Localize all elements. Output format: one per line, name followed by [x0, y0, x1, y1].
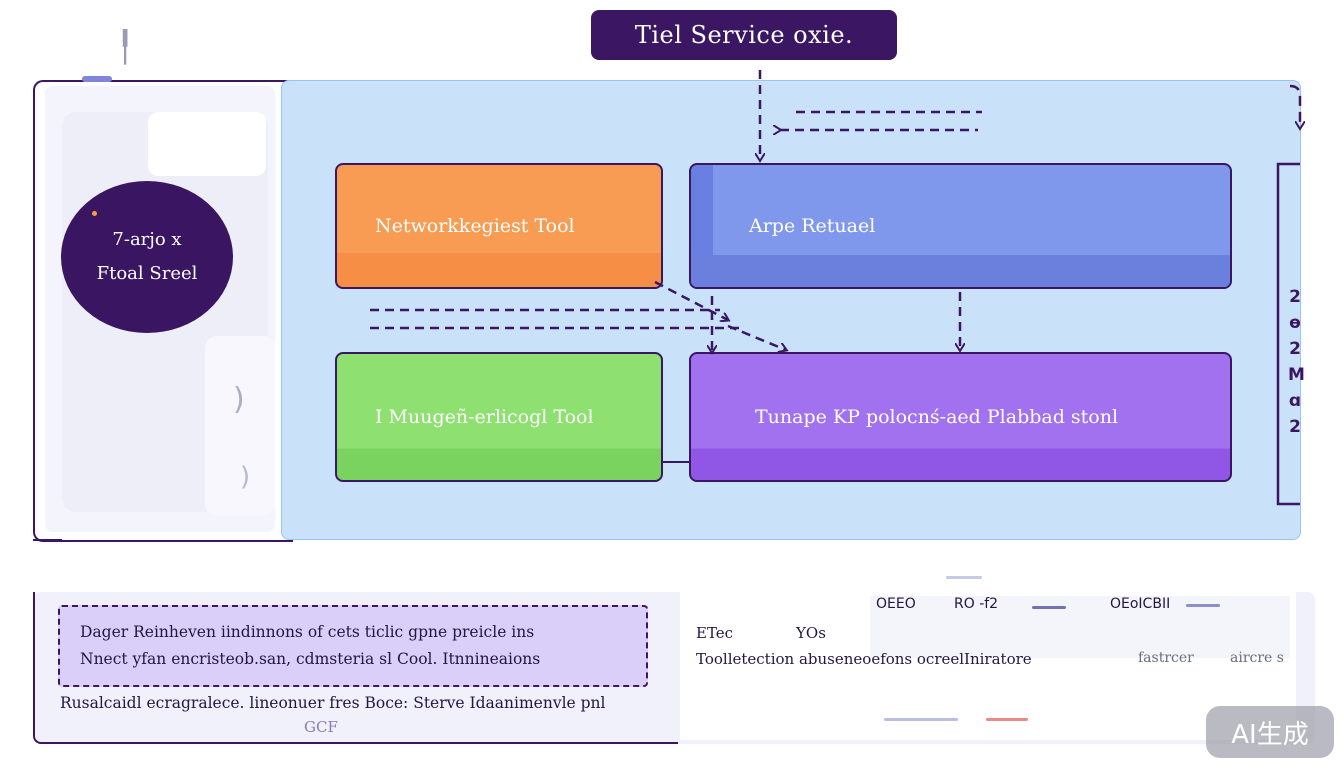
pin-icon: ╿	[116, 30, 135, 65]
service-circle[interactable]: 7-arjo x Ftoal Sreel	[61, 181, 233, 333]
left-card-tall	[205, 336, 275, 516]
image-tool-label: I Muugeñ-erlicogl Tool	[375, 406, 594, 428]
results-row1-right: YOs	[796, 624, 826, 642]
results-header-3: OEoICBII	[1110, 596, 1171, 612]
handle-bar	[82, 76, 112, 82]
legend-mark-4: M	[1288, 365, 1305, 385]
header-dash	[1032, 606, 1066, 609]
api-tool-label: Arpe Retuael	[749, 215, 876, 237]
results-header-2: RO -f2	[954, 596, 999, 612]
bracket-icon: )	[233, 382, 245, 417]
notes-footer: Rusalcaidl ecragralece. lineonuer fres B…	[60, 694, 606, 712]
ai-watermark: AI生成	[1206, 706, 1334, 758]
bracket-icon-small: )	[240, 462, 251, 492]
left-card-small	[148, 112, 266, 176]
legend-mark-1: 2	[1289, 287, 1301, 307]
results-row2-d: aircre s	[1230, 650, 1284, 666]
bottom-bracket	[33, 592, 678, 744]
notes-line-1: Dager Reinheven iindinnons of cets ticli…	[80, 623, 535, 641]
network-tool-label: Networkkegiest Tool	[375, 215, 575, 237]
circle-line-1: 7-arjo x	[112, 229, 182, 250]
network-request-tool[interactable]: Networkkegiest Tool	[335, 163, 663, 289]
notes-line-2: Nnect yfan encristeob.san, cdmsteria sl …	[80, 650, 541, 668]
right-legend: 2 ɵ 2 M ɑ 2	[1288, 284, 1305, 440]
result-bar-blue	[884, 718, 958, 721]
results-header-1: OEEO	[876, 596, 916, 612]
diagram-title-text: Tiel Service oxie.	[634, 21, 854, 49]
notes-box[interactable]: Dager Reinheven iindinnons of cets ticli…	[58, 605, 648, 687]
legend-mark-5: ɑ	[1288, 391, 1302, 411]
left-bracket	[33, 80, 293, 542]
circle-line-2: Ftoal Sreel	[96, 263, 198, 284]
legend-mark-2: ɵ	[1289, 313, 1301, 333]
results-row2-c: fastrcer	[1138, 650, 1194, 666]
api-retrieval-tool[interactable]: Arpe Retuael	[689, 163, 1232, 289]
legend-mark-6: 2	[1289, 417, 1301, 437]
policy-tool-label: Tunape KP polocnś-aed Plabbad stonl	[755, 406, 1119, 428]
notes-code: GCF	[304, 718, 338, 736]
header-dash-2	[1186, 604, 1220, 607]
results-row1-left: ETec	[696, 624, 734, 642]
policy-tool[interactable]: Tunape KP polocnś-aed Plabbad stonl	[689, 352, 1232, 482]
floating-dash	[946, 576, 982, 579]
legend-mark-3: 2	[1289, 339, 1301, 359]
image-processing-tool[interactable]: I Muugeñ-erlicogl Tool	[335, 352, 663, 482]
diagram-title: Tiel Service oxie.	[591, 10, 897, 60]
result-bar-red	[986, 718, 1028, 721]
status-dot	[92, 211, 97, 216]
results-row2-main: Toolletection abuseneoefons ocreelInirat…	[696, 650, 1032, 668]
results-shade	[870, 596, 1290, 658]
